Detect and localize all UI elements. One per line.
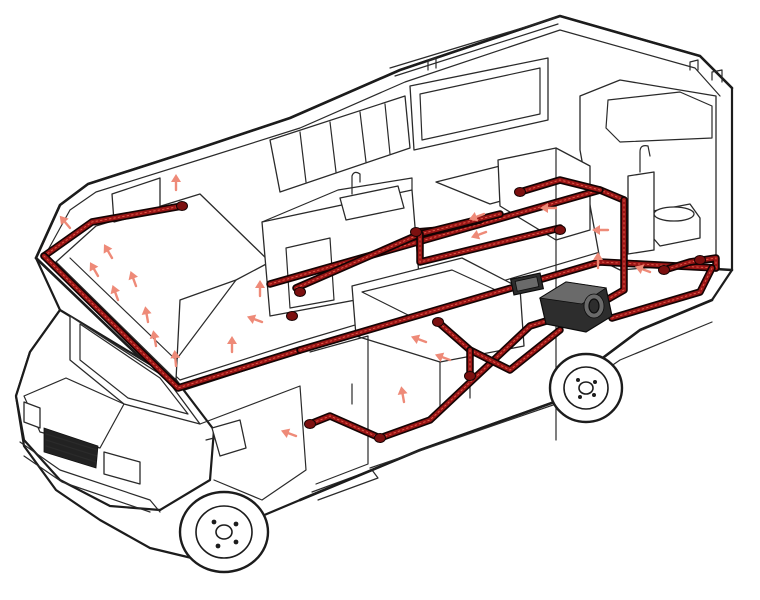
air-outlet-icon <box>554 225 566 235</box>
roof-edge-inner <box>47 29 721 251</box>
roof-rail-clip-2 <box>689 59 699 71</box>
wing-mirror <box>211 419 247 457</box>
kitchen-tap <box>351 171 361 195</box>
airflow-arrows <box>59 174 652 438</box>
warm-air-arrow-icon <box>634 264 652 274</box>
heater-outlet-core <box>588 298 600 314</box>
right-headlight <box>103 451 141 485</box>
front-wheel <box>178 490 270 574</box>
kitchen-cabinet-door <box>285 237 335 309</box>
duct-run <box>306 412 384 442</box>
warm-air-arrow-icon <box>128 270 138 288</box>
roof-rail-clip-3 <box>711 69 723 83</box>
cab-door <box>199 385 307 501</box>
duct-corrugation <box>595 199 625 307</box>
duct-run <box>608 264 716 322</box>
windscreen <box>69 315 201 425</box>
warm-air-arrow-icon <box>227 336 237 354</box>
warm-air-arrow-icon <box>434 352 452 362</box>
overhead-window <box>409 57 549 151</box>
duct-corrugation <box>299 261 717 351</box>
duct-corrugation <box>309 415 381 439</box>
roof-rail-clip-1 <box>427 57 437 71</box>
air-outlet-icon <box>410 227 422 237</box>
warm-air-arrow-icon <box>255 280 265 298</box>
warm-air-arrow-icon <box>470 230 488 240</box>
warm-air-arrow-icon <box>59 215 72 230</box>
side-door <box>309 335 369 485</box>
warm-air-arrow-icon <box>141 306 152 324</box>
duct-corrugation <box>519 179 601 193</box>
warm-air-arrow-icon <box>593 252 603 270</box>
warm-air-arrow-icon <box>540 203 558 213</box>
duct-run <box>516 176 604 196</box>
duct-run <box>40 202 186 260</box>
warm-air-arrow-icon <box>110 284 120 302</box>
overhead-locker-1 <box>269 95 411 193</box>
warm-air-arrow-icon <box>397 386 408 404</box>
washroom-basin <box>605 91 713 143</box>
shower-column <box>627 171 655 255</box>
heater-intake-grille <box>514 276 540 292</box>
duct-corrugation <box>611 267 713 319</box>
air-outlet-icon <box>176 201 188 211</box>
warm-air-arrow-icon <box>410 334 428 344</box>
duct-corrugation <box>419 227 561 263</box>
front-bumper <box>19 441 161 513</box>
warm-air-arrow-icon <box>468 212 486 222</box>
warm-air-arrow-icon <box>89 262 100 278</box>
front-grille-slats <box>45 433 98 463</box>
duct-run <box>434 318 564 374</box>
cab-front <box>14 308 216 512</box>
duct-corrugation <box>437 321 561 371</box>
air-outlet-icon <box>694 255 706 265</box>
air-outlet-icon <box>658 265 670 275</box>
air-outlet-icon <box>514 187 526 197</box>
overhead-window-inner <box>419 67 541 141</box>
air-outlet-icon <box>294 287 306 297</box>
warm-air-arrow-icon <box>103 244 114 260</box>
left-headlight <box>23 401 41 429</box>
air-outlet-icon <box>304 419 316 429</box>
windscreen-inner <box>79 323 189 415</box>
air-outlet-icon <box>374 433 386 443</box>
heater-icon <box>509 272 613 333</box>
duct-run <box>40 252 304 392</box>
air-outlet-icon <box>464 371 476 381</box>
shower-head <box>639 145 651 173</box>
wheels <box>178 352 624 574</box>
wing-mirror-arm <box>205 437 215 441</box>
kitchen-sink <box>339 185 405 221</box>
warm-air-arrow-icon <box>149 330 160 348</box>
overhead-locker-1-doors <box>299 103 391 183</box>
rear-wheel <box>548 352 624 424</box>
roof-edge-front <box>34 14 734 260</box>
warm-air-arrow-icon <box>280 428 298 438</box>
warm-air-arrow-icon <box>246 314 264 324</box>
kitchen-worktop <box>261 177 413 223</box>
toilet-seat <box>653 206 695 222</box>
duct-run <box>416 224 564 266</box>
duct-corrugation <box>43 205 183 257</box>
air-outlet-icon <box>286 311 298 321</box>
air-outlet-icon <box>432 317 444 327</box>
side-step <box>311 469 379 501</box>
warm-air-arrow-icon <box>592 225 610 235</box>
warm-air-arrow-icon <box>171 174 181 192</box>
duct-corrugation <box>43 255 301 389</box>
roof-rail <box>389 17 559 77</box>
warm-air-arrow-icon <box>170 350 181 368</box>
